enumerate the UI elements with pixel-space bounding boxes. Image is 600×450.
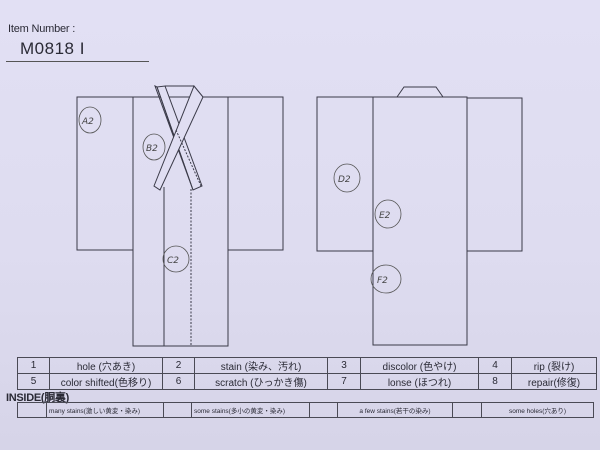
- inside-checkbox-some-stains[interactable]: [163, 402, 192, 418]
- legend-num: 2: [162, 357, 195, 374]
- legend-num: 6: [162, 373, 195, 390]
- mark-d2: D2: [338, 175, 351, 185]
- inside-label-many-stains: many stains(激しい黄変・染み): [46, 402, 164, 418]
- legend-label: lonse (ほつれ): [360, 373, 479, 390]
- front-kimono-outline: [76, 84, 284, 347]
- inside-section-label: INSIDE(胴裏): [6, 392, 69, 404]
- legend-row: 1 hole (穴あき) 2 stain (染み、汚れ) 3 discolor …: [17, 357, 597, 374]
- mark-a2: A2: [81, 117, 94, 127]
- inside-row: many stains(激しい黄変・染み) some stains(多小の黄変・…: [17, 402, 594, 418]
- item-number-label: Item Number :: [8, 23, 76, 35]
- inside-label-few-stains: a few stains(若干の染み): [337, 402, 453, 418]
- legend-label: color shifted(色移り): [49, 373, 163, 390]
- legend-label: discolor (色やけ): [360, 357, 479, 374]
- back-left-sleeve: [316, 96, 374, 252]
- inside-condition-table: many stains(激しい黄変・染み) some stains(多小の黄変・…: [17, 402, 594, 418]
- mark-e2: E2: [379, 211, 391, 221]
- item-number-underline: [6, 61, 149, 62]
- back-body: [372, 96, 468, 346]
- back-kimono-outline: [316, 86, 523, 346]
- legend-num: 8: [478, 373, 512, 390]
- legend-label: stain (染み、汚れ): [194, 357, 328, 374]
- inside-checkbox-some-holes[interactable]: [452, 402, 482, 418]
- inside-label-some-holes: some holes(穴あり): [481, 402, 594, 418]
- legend-label: scratch (ひっかき傷): [194, 373, 328, 390]
- inside-checkbox-many-stains[interactable]: [17, 402, 47, 418]
- inside-checkbox-few-stains[interactable]: [309, 402, 338, 418]
- front-right-sleeve: [227, 96, 284, 251]
- legend-num: 4: [478, 357, 512, 374]
- mark-c2: C2: [167, 256, 179, 266]
- inside-label-some-stains: some stains(多小の黄変・染み): [191, 402, 310, 418]
- legend-num: 5: [17, 373, 50, 390]
- back-right-sleeve: [466, 97, 523, 252]
- damage-marks: A2 B2 C2 D2 E2 F2: [78, 106, 402, 294]
- mark-b2: B2: [146, 144, 158, 154]
- damage-legend-table: 1 hole (穴あき) 2 stain (染み、汚れ) 3 discolor …: [17, 357, 597, 390]
- legend-num: 7: [327, 373, 361, 390]
- legend-num: 1: [17, 357, 50, 374]
- legend-label: rip (裂け): [511, 357, 597, 374]
- mark-f2: F2: [377, 276, 388, 286]
- back-collar-tab: [396, 86, 444, 98]
- legend-label: repair(修復): [511, 373, 597, 390]
- item-number-value: M0818 I: [20, 39, 85, 58]
- legend-label: hole (穴あき): [49, 357, 163, 374]
- legend-row: 5 color shifted(色移り) 6 scratch (ひっかき傷) 7…: [17, 373, 597, 390]
- legend-num: 3: [327, 357, 361, 374]
